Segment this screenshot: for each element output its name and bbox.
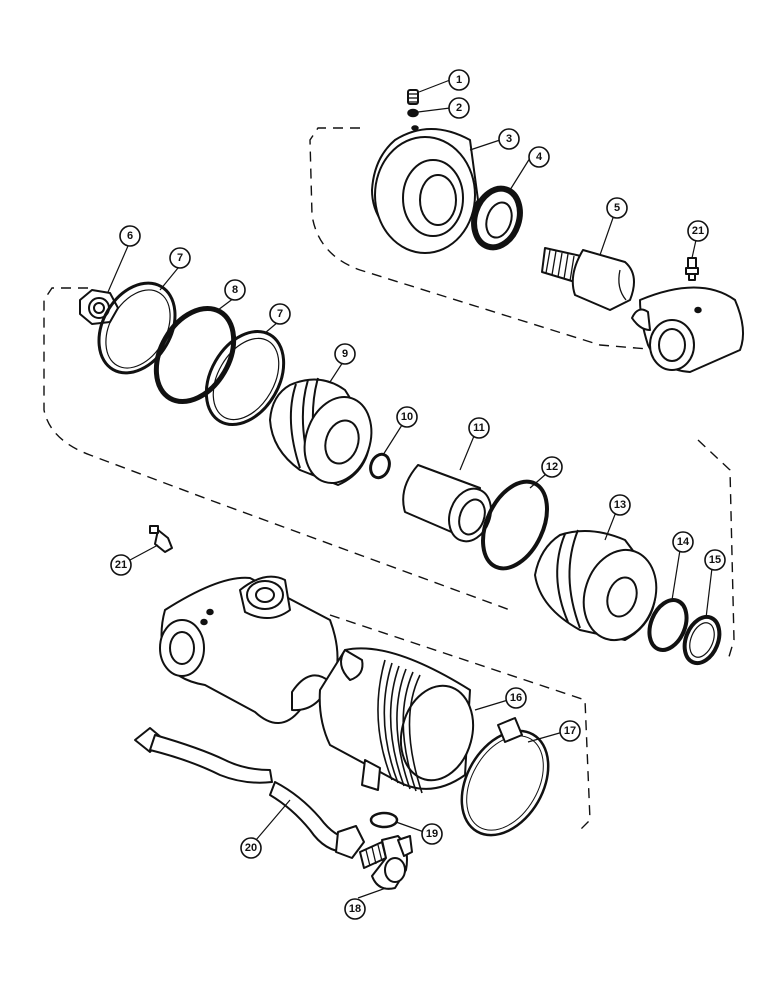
svg-text:6: 6 <box>127 230 133 242</box>
callout-19: 19 <box>421 823 443 845</box>
backup-ring-15 <box>682 614 722 666</box>
callout-20: 20 <box>240 837 262 859</box>
callout-18: 18 <box>344 898 366 920</box>
callout-10: 10 <box>396 406 418 428</box>
leader-lines <box>107 79 713 899</box>
svg-text:10: 10 <box>401 411 413 423</box>
callout-5: 5 <box>606 197 628 219</box>
svg-text:2: 2 <box>456 102 462 114</box>
svg-text:4: 4 <box>536 151 543 163</box>
elbow-fitting <box>359 835 413 890</box>
svg-text:14: 14 <box>677 536 690 548</box>
svg-text:16: 16 <box>510 692 522 704</box>
callout-7-second: 7 <box>269 303 291 325</box>
svg-text:8: 8 <box>232 284 238 296</box>
piston-group-outline-right <box>697 439 735 661</box>
rod-eye <box>631 286 745 373</box>
callout-7-first: 7 <box>169 247 191 269</box>
upper-group-outline <box>309 127 721 356</box>
callout-6: 6 <box>119 225 141 247</box>
svg-text:5: 5 <box>614 202 620 214</box>
callout-16: 16 <box>505 687 527 709</box>
backup-ring-a <box>97 281 177 375</box>
callout-9: 9 <box>334 343 356 365</box>
callout-11: 11 <box>468 417 490 439</box>
gland <box>534 529 658 642</box>
grease-fitting-lower <box>149 525 173 553</box>
svg-text:18: 18 <box>349 903 361 915</box>
backup-ring-15-inner <box>689 622 715 658</box>
callout-15: 15 <box>704 549 726 571</box>
svg-text:15: 15 <box>709 554 721 566</box>
svg-text:17: 17 <box>564 725 576 737</box>
piston-group-outline <box>43 287 511 611</box>
ball <box>407 108 419 118</box>
hose-clamp <box>460 717 550 837</box>
wiper-seal <box>471 185 523 251</box>
barrel-group-outline <box>329 614 591 831</box>
callout-2: 2 <box>448 97 470 119</box>
callout-13: 13 <box>609 494 631 516</box>
spacer-tube <box>402 464 492 543</box>
barrel-tube <box>318 647 475 794</box>
svg-text:7: 7 <box>277 308 283 320</box>
backup-ring-b-inner <box>212 337 280 421</box>
callout-14: 14 <box>672 531 694 553</box>
o-ring-12 <box>481 479 549 571</box>
set-screw <box>407 89 419 105</box>
callout-8: 8 <box>224 279 246 301</box>
svg-text:11: 11 <box>473 422 485 434</box>
callout-1: 1 <box>448 69 470 91</box>
hydraulic-tube <box>134 727 365 859</box>
svg-text:21: 21 <box>692 225 704 237</box>
callout-4: 4 <box>528 146 550 168</box>
svg-text:1: 1 <box>456 74 462 86</box>
callout-17: 17 <box>559 720 581 742</box>
o-ring-14 <box>647 598 689 652</box>
callout-12: 12 <box>541 456 563 478</box>
svg-text:20: 20 <box>245 842 257 854</box>
svg-text:13: 13 <box>614 499 626 511</box>
piston-rod <box>541 247 635 311</box>
callout-21-upper: 21 <box>687 220 709 242</box>
svg-text:12: 12 <box>546 461 558 473</box>
callout-21-lower: 21 <box>110 554 132 576</box>
svg-text:9: 9 <box>342 348 348 360</box>
backup-ring-b <box>204 329 286 427</box>
cylinder-head <box>371 125 479 254</box>
o-ring-8 <box>153 305 237 405</box>
svg-text:3: 3 <box>506 133 512 145</box>
cylinder-base <box>159 575 339 724</box>
grease-fitting-upper <box>685 257 699 281</box>
svg-text:7: 7 <box>177 252 183 264</box>
callout-3: 3 <box>498 128 520 150</box>
svg-text:19: 19 <box>426 828 438 840</box>
piston <box>269 377 373 486</box>
o-ring-19 <box>369 811 399 829</box>
o-ring-10 <box>369 452 391 480</box>
svg-text:21: 21 <box>115 559 127 571</box>
